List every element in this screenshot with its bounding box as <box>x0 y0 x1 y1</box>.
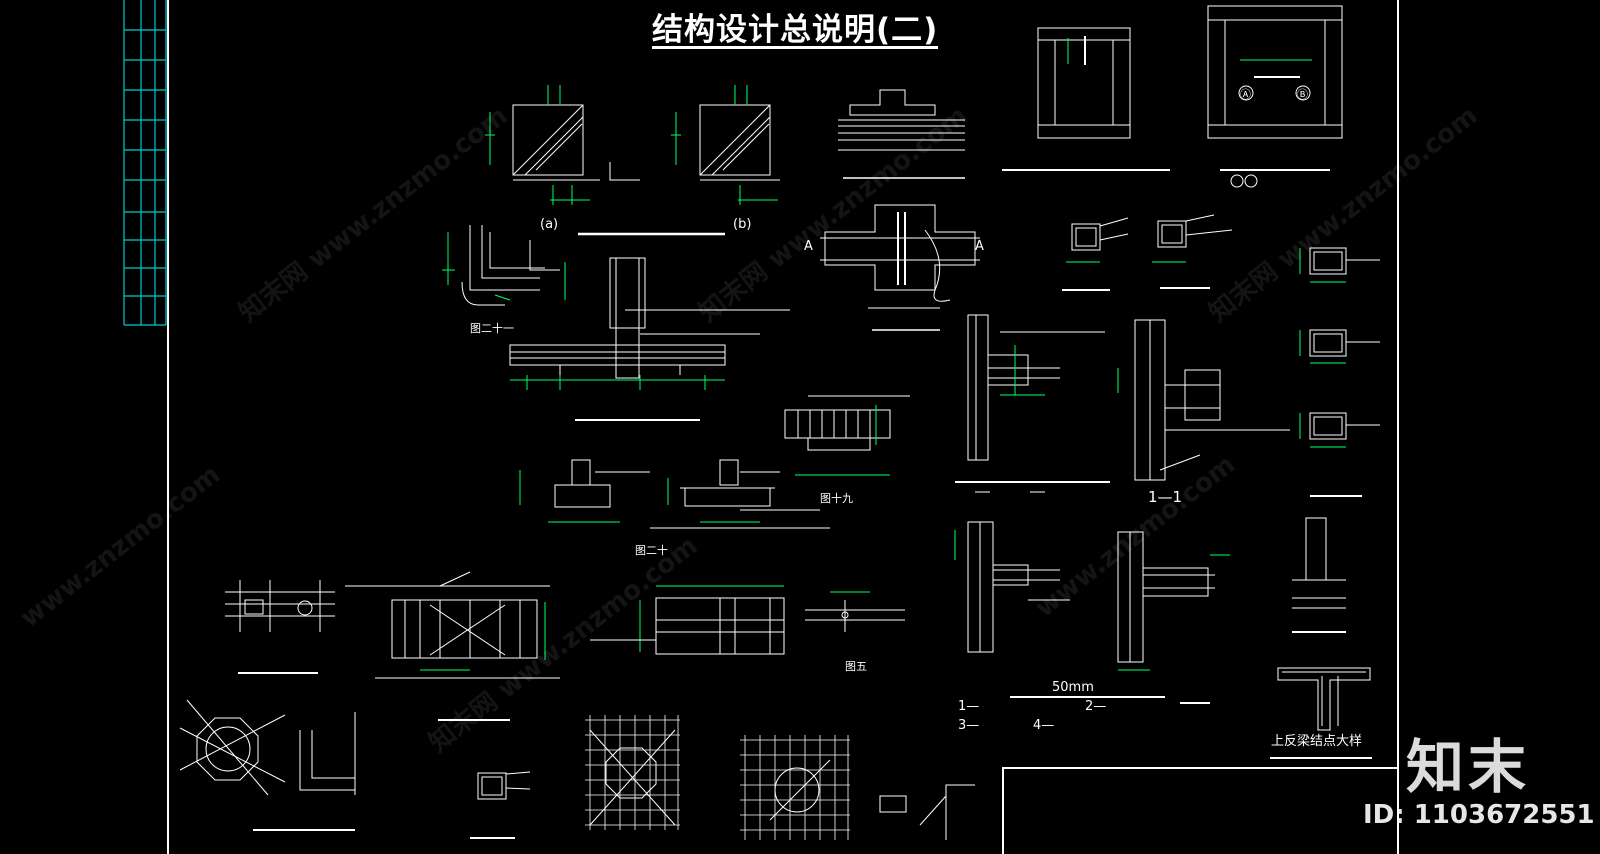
fig-21-wall-corner <box>442 225 560 306</box>
legend-item-4: 4— <box>1033 718 1055 733</box>
t-wall-foundation-detail <box>509 257 790 421</box>
legend-item-1: 1— <box>958 699 980 714</box>
axis-b-label: Ⓑ <box>1297 88 1308 101</box>
drawing-title: 结构设计总说明(二) <box>652 12 939 48</box>
legend-item-2: 2— <box>1085 699 1107 714</box>
slab-opening-small <box>225 580 335 674</box>
detail-b <box>578 85 780 236</box>
upturned-beam-joint-detail <box>1270 667 1372 759</box>
frame-beam-grid <box>590 585 785 655</box>
fig-5-label: 图五 <box>845 660 867 673</box>
upturned-beam-joint-label: 上反梁结点大样 <box>1271 734 1363 749</box>
octagon-slab-grid-1 <box>585 715 680 830</box>
beam-sections-right <box>1299 247 1380 497</box>
footing-step-detail <box>838 89 965 179</box>
dimension-50mm-label: 50mm <box>1052 680 1094 695</box>
wall-column-junction-3 <box>1117 531 1230 704</box>
wall-column-junction-2 <box>954 521 1070 653</box>
sheet-border <box>167 0 1399 854</box>
fig-a-label: (a) <box>540 217 559 232</box>
fig-5-beam-detail <box>805 591 905 632</box>
title-block-strip <box>123 0 167 326</box>
wall-column-junction-1 <box>955 314 1110 493</box>
fig-20-label: 图二十 <box>635 544 668 557</box>
brand-id: ID: 1103672551 <box>1363 800 1595 830</box>
slab-opening-large <box>345 571 560 721</box>
octagon-slab-grid-2 <box>740 735 850 840</box>
stair-landing-detail <box>879 784 975 840</box>
axis-a-label: Ⓐ <box>1240 88 1251 101</box>
wall-parapet-detail <box>1292 517 1346 633</box>
detail-a <box>485 85 640 205</box>
fig-19-label: 图十九 <box>820 492 853 505</box>
legend-item-3: 3— <box>958 718 980 733</box>
opening-reinforcement-right <box>1207 5 1343 188</box>
brand-logo-text: 知末 <box>1406 733 1531 801</box>
fig-b-label: (b) <box>733 217 752 232</box>
fig-20-foundation-beams <box>519 459 830 529</box>
title-underline <box>652 46 938 49</box>
section-a-left-label: A <box>804 239 813 254</box>
fig-19-stair-detail <box>784 395 910 476</box>
section-a-right-label: A <box>975 239 984 254</box>
octagon-column-left <box>179 699 356 831</box>
section-1-1-label: 1—1 <box>1148 488 1183 506</box>
section-1-1-column <box>1117 319 1290 481</box>
opening-reinforcement-left <box>1002 27 1170 171</box>
section-a-a <box>820 204 980 331</box>
stirrup-sections <box>470 214 1233 839</box>
fig-21-label: 图二十一 <box>470 322 514 335</box>
